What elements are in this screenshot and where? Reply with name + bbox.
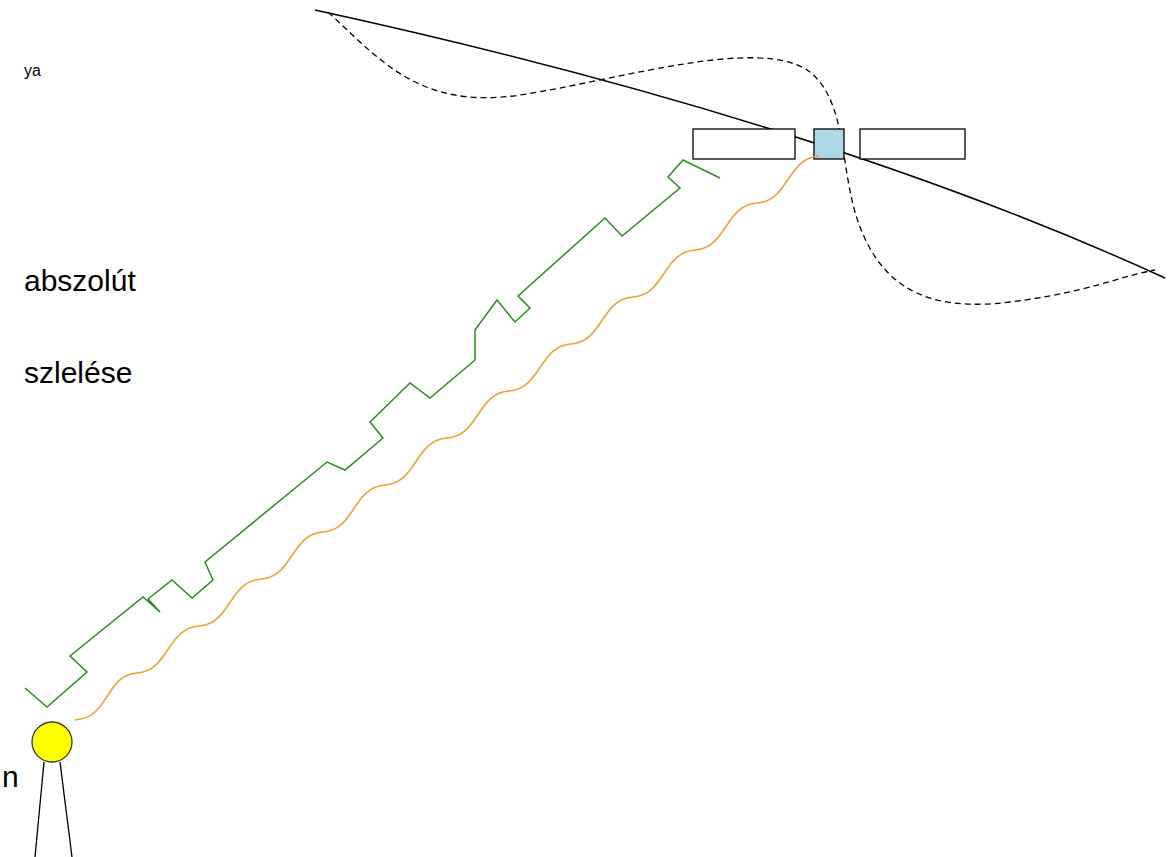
slide-text: szlelése: [24, 356, 132, 391]
code-signal: [25, 160, 720, 707]
tripod-leg: [60, 762, 72, 857]
solar-panel: [860, 129, 965, 159]
orbit-line: [315, 10, 1165, 278]
slide-text: ya: [24, 62, 41, 80]
slide-text: n: [2, 760, 19, 795]
receiver-antenna: [32, 722, 72, 762]
satellite-body: [814, 129, 844, 159]
solar-panel: [693, 129, 795, 159]
tripod-leg: [35, 762, 44, 857]
carrier-wave: [75, 156, 819, 720]
perturbed-orbit: [328, 12, 1155, 304]
slide-text: abszolút: [24, 264, 136, 299]
